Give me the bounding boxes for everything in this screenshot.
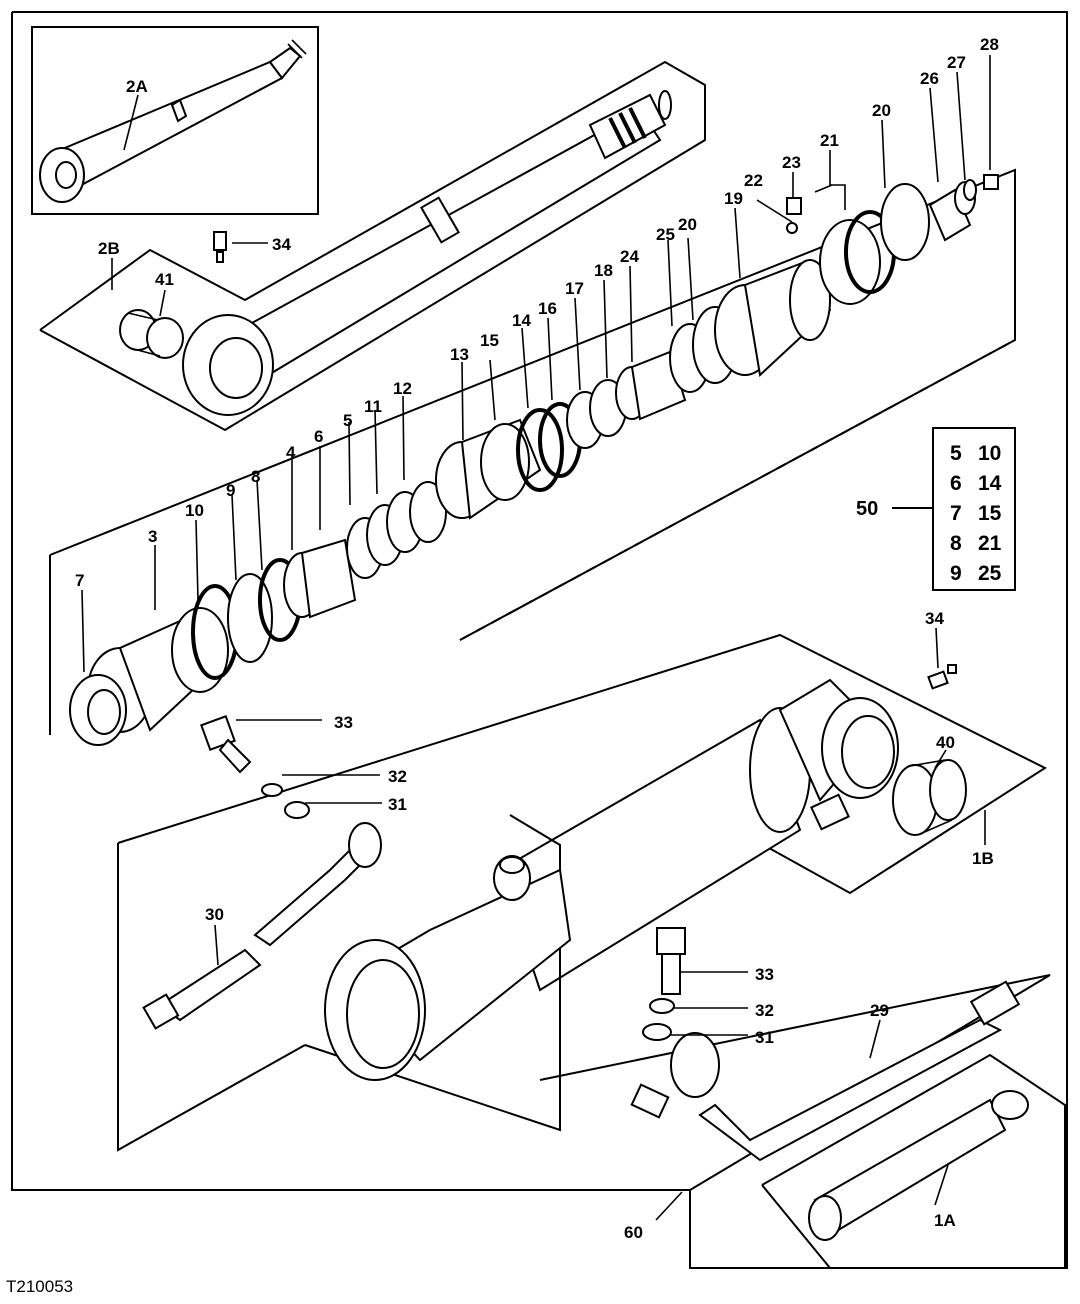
bushing-4 [283,538,357,619]
label-30: 30 [205,905,224,924]
label-24: 24 [620,247,639,266]
label-2A: 2A [126,77,148,96]
washer-27 [963,179,977,201]
label-34-top: 34 [272,235,291,254]
lockwasher-32-top [261,783,283,797]
label-33-top: 33 [334,713,353,732]
label-9: 9 [226,481,235,500]
label-14: 14 [512,311,531,330]
label-40: 40 [936,733,955,752]
callout-labels: 2A 2B 34 41 28 27 26 20 21 23 22 19 20 2… [75,35,999,1242]
label-1A: 1A [934,1211,956,1230]
bushing-40 [892,759,967,836]
grease-fitting-34-top [213,231,227,263]
label-33-bottom: 33 [755,965,774,984]
label-31-top: 31 [388,795,407,814]
piston-19 [714,258,832,377]
label-4: 4 [286,443,296,462]
piston-rod-2A-illustration [39,39,307,203]
kit-row-5-b: 25 [978,562,1002,585]
label-29: 29 [870,1001,889,1020]
set-screw-23 [786,197,802,215]
label-20-upper: 20 [872,101,891,120]
kit-row-3-a: 7 [950,502,962,525]
kit-table-50: 5 10 6 14 7 15 8 21 9 25 [950,442,1002,585]
label-26: 26 [920,69,939,88]
washer-31-top [284,801,310,819]
label-15: 15 [480,331,499,350]
kit-row-4-a: 8 [950,532,962,555]
label-13: 13 [450,345,469,364]
region-tube-outline-right [304,814,561,1132]
lockwasher-32-bottom [649,998,675,1014]
washer-31-bottom [642,1023,672,1041]
label-25: 25 [656,225,675,244]
label-10: 10 [185,501,204,520]
outer-frame [11,11,1068,1269]
label-16: 16 [538,299,557,318]
label-19: 19 [724,189,743,208]
label-1B: 1B [972,849,994,868]
kit-row-1-a: 5 [950,442,962,465]
bushing-41 [119,309,184,359]
seal-15 [480,423,530,501]
label-6: 6 [314,427,323,446]
label-41: 41 [155,270,174,289]
ring-20-upper [880,183,930,261]
piston-rod-2B-illustration [182,90,672,416]
label-2B: 2B [98,239,120,258]
region-1B-outline [117,633,1048,895]
kit-row-5-a: 9 [950,562,962,585]
grease-fitting-34-right [927,664,957,690]
seal-9 [227,573,273,663]
ring-14 [516,408,564,492]
label-32-top: 32 [388,767,407,786]
label-22: 22 [744,171,763,190]
region-tube-outline [117,843,306,1152]
label-28: 28 [980,35,999,54]
cylinder-assembly-1A [808,1090,1029,1241]
label-3: 3 [148,527,157,546]
kit-table-50-box [932,427,1016,591]
bolt-28 [983,174,999,190]
kit-row-2-a: 6 [950,472,962,495]
label-18: 18 [594,261,613,280]
leader-lines [81,55,991,1221]
seal-21 [819,210,896,305]
region-2B-outline [39,60,706,432]
kit-row-1-b: 10 [978,442,1001,465]
region-seals-dash [459,339,1016,641]
kit-row-4-b: 21 [978,532,1002,555]
wiper-7 [69,674,127,746]
ball-22 [786,222,798,234]
label-23: 23 [782,153,801,172]
label-31-bottom: 31 [755,1028,774,1047]
ring-12 [409,481,447,543]
inset-2A-box [31,26,319,215]
region-1A-outline [761,1053,1066,1269]
label-5: 5 [343,411,352,430]
label-7: 7 [75,571,84,590]
label-20-lower: 20 [678,215,697,234]
label-34-right: 34 [925,609,944,628]
bolt-33-top [200,715,252,774]
label-32-bottom: 32 [755,1001,774,1020]
pipe-29 [630,980,1021,1162]
label-50: 50 [856,498,878,520]
label-60: 60 [624,1223,643,1242]
label-17: 17 [565,279,584,298]
bolt-33-bottom [656,927,686,995]
cylinder-tube-1B [498,678,899,992]
cylinder-head-tube [324,855,572,1081]
kit-row-3-b: 15 [978,502,1002,525]
pipe-30 [142,822,382,1030]
figure-id: T210053 [6,1277,73,1296]
label-21: 21 [820,131,839,150]
label-8: 8 [251,467,260,486]
label-27: 27 [947,53,966,72]
label-12: 12 [393,379,412,398]
kit-row-2-b: 14 [978,472,1002,495]
label-11: 11 [364,397,382,416]
